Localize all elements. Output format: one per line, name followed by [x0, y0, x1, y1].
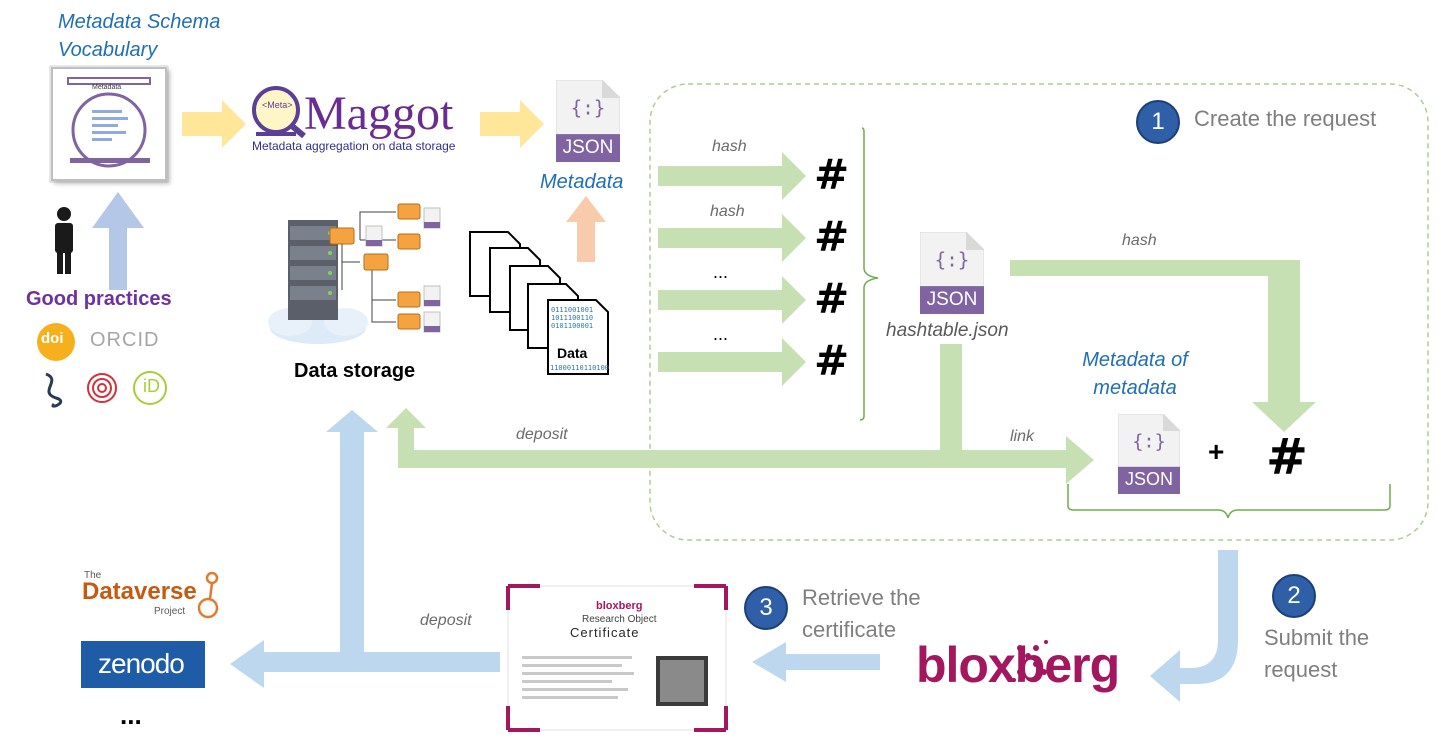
maggot-to-json-arrow	[480, 100, 544, 148]
certificate-title: Certificate	[570, 625, 640, 640]
data-files-stack	[469, 231, 609, 375]
zenodo-logo-text: zenodo	[98, 648, 185, 679]
certificate-image	[506, 584, 728, 732]
data-file-label: Data	[557, 345, 588, 361]
step-2-label: Submit the request	[1264, 625, 1370, 682]
doi-logo	[37, 323, 75, 361]
hashtable-caption: hashtable.json	[886, 320, 1009, 341]
bloxberg-logo: bloxberg	[916, 637, 1120, 693]
meta-brace	[1067, 484, 1391, 519]
deposit-label-top: deposit	[516, 426, 568, 443]
hash-label-3: ...	[713, 262, 729, 282]
hash-symbol-3: #	[814, 274, 850, 323]
doi-logo-text: doi	[41, 330, 64, 347]
retrieve-arrow	[752, 642, 880, 682]
data-storage-caption: Data storage	[294, 360, 416, 382]
orcid-id-text: iD	[143, 376, 160, 396]
hash-label-4: ...	[713, 324, 729, 344]
svg-text:{:}: {:}	[935, 248, 970, 271]
hash-symbol-1: #	[814, 150, 850, 199]
deposit-label-bottom: deposit	[420, 612, 472, 629]
maggot-magnifier-icon	[252, 86, 306, 139]
meta-of-meta-json-icon-label: JSON	[1124, 469, 1173, 490]
more-repositories: ...	[120, 700, 142, 730]
step-1-badge: 1	[1136, 100, 1180, 144]
person-icon	[55, 207, 73, 274]
hashtable-hash-arrow	[1010, 260, 1316, 432]
maggot-logo-text: Maggot	[304, 87, 454, 140]
hashtable-json-icon-label: JSON	[926, 288, 978, 310]
deposit-repository-arrow	[230, 410, 500, 688]
fingerprint-logo	[87, 373, 117, 403]
svg-text:{:}: {:}	[1132, 432, 1166, 453]
hash-symbol-4: #	[814, 336, 850, 385]
zenodo-logo-bg	[81, 641, 205, 688]
orcid-logo-text: ORCID	[90, 329, 160, 351]
meta-of-meta-json-icon: {:} JSON	[1117, 413, 1181, 495]
hash-arrow-3	[658, 276, 806, 324]
schema-document-icon	[49, 65, 169, 183]
link-label: link	[1010, 428, 1035, 445]
hash-symbol-2: #	[814, 212, 850, 261]
maggot-tagline: Metadata aggregation on data storage	[252, 139, 456, 153]
schema-doc-label: Metadata	[92, 84, 122, 91]
hash-brace	[859, 127, 879, 421]
good-practices-title: Good practices	[26, 288, 172, 310]
step-3-label: Retrieve the certificate	[802, 585, 921, 642]
metadata-json-icon-label: JSON	[562, 136, 614, 158]
step-2-badge: 2	[1272, 574, 1316, 618]
svg-text:{:}: {:}	[571, 96, 606, 119]
data-to-metadata-arrow	[566, 196, 606, 262]
dataverse-small-text: The	[84, 570, 102, 581]
practices-up-arrow	[92, 192, 144, 290]
deposit-link-arrow	[386, 344, 1094, 484]
hash-label-1: hash	[712, 138, 747, 155]
bloxberg-x-icon	[1012, 640, 1048, 682]
plus-sign: +	[1208, 436, 1225, 467]
meta-hash-symbol: #	[1266, 428, 1308, 486]
schema-to-maggot-arrow	[182, 100, 246, 148]
hash-arrow-2	[658, 214, 806, 262]
hash-arrow-4	[658, 338, 806, 386]
submit-arrow	[1150, 550, 1238, 702]
metadata-caption: Metadata	[540, 171, 624, 193]
hashtable-json-icon: {:} JSON	[919, 231, 985, 315]
step-1-label: Create the request	[1194, 106, 1377, 131]
dataverse-logo-text: Dataverse	[82, 578, 197, 605]
data-file-footer: 11000110110100	[550, 364, 610, 372]
meta-of-meta-caption: Metadata of metadata	[1082, 349, 1188, 399]
folder-tree-icon	[329, 203, 441, 333]
dataverse-project-text: Project	[154, 606, 186, 617]
certificate-subtitle: Research Object	[582, 614, 657, 625]
hash-arrow-1	[658, 152, 806, 200]
helix-logo	[45, 372, 63, 408]
dataverse-logo-icon	[197, 571, 219, 619]
certificate-brand: bloxberg	[596, 600, 643, 612]
step-3-badge: 3	[744, 586, 788, 630]
maggot-meta-badge: <Meta>	[262, 100, 293, 110]
schema-title: Metadata Schema Vocabulary	[58, 11, 221, 61]
request-box	[649, 83, 1429, 541]
orcid-id-logo	[133, 371, 167, 405]
hash-label-2: hash	[710, 203, 745, 220]
metadata-json-icon: {:} JSON	[555, 79, 621, 163]
hashtable-hash-label: hash	[1122, 232, 1157, 249]
